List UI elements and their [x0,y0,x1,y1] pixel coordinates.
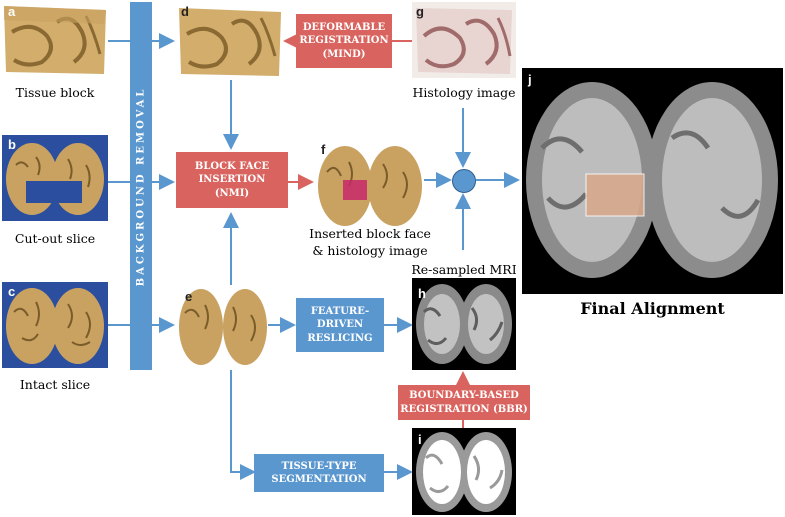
background-removed-block-image: d [177,2,283,78]
intact-slice-image: c [2,282,108,368]
fusion-node [452,169,476,193]
background-removed-block-picture [179,8,281,76]
panel-letter-f: f [321,142,326,157]
segmentation-image: i [412,428,516,515]
cut-out-slice-picture [6,143,104,215]
boundary-based-registration-step: BOUNDARY-BASED REGISTRATION (BBR) [398,385,530,420]
intact-slice-picture [6,288,104,364]
final-alignment-picture [526,82,778,278]
tissue-block-picture [4,6,106,74]
panel-letter-c: c [8,284,16,299]
background-removed-slice-image: e [177,285,269,369]
resampled-mri-picture [416,284,512,364]
feature-driven-reslicing-step: FEATURE- DRIVEN RESLICING [296,298,384,352]
block-face-insertion-step: BLOCK FACE INSERTION (NMI) [176,152,288,208]
caption-resampled-mri: Re-sampled MRI [411,262,517,277]
background-removal-bar: BACKGROUND REMOVAL [130,2,152,370]
panel-letter-e: e [185,289,193,304]
caption-inserted-block-face-line2: & histology image [312,242,428,258]
caption-histology-image: Histology image [412,85,516,100]
inserted-block-face-image: f [315,140,425,228]
panel-letter-j: j [528,72,532,87]
caption-inserted-block-face: Inserted block face & histology image [302,226,438,260]
cut-out-slice-image: b [2,135,108,221]
histology-image: g [412,2,516,78]
histology-picture [416,8,512,74]
inserted-block-face-picture [318,146,422,226]
caption-intact-slice: Intact slice [19,377,91,392]
panel-letter-g: g [416,4,424,19]
panel-letter-a: a [8,4,16,19]
final-alignment-title: Final Alignment [580,299,725,318]
segmentation-picture [416,432,512,512]
panel-letter-d: d [181,4,189,19]
resampled-mri-image: h [412,278,516,370]
final-alignment-image: j [522,68,783,294]
panel-letter-i: i [418,432,422,447]
caption-tissue-block: Tissue block [15,85,95,100]
background-removed-slice-picture [179,289,267,365]
panel-letter-h: h [418,286,426,301]
tissue-type-segmentation-step: TISSUE-TYPE SEGMENTATION [254,454,384,492]
panel-letter-b: b [8,137,16,152]
background-removal-label: BACKGROUND REMOVAL [135,86,147,286]
deformable-registration-step: DEFORMABLE REGISTRATION (MIND) [296,14,392,68]
tissue-block-image: a [2,2,108,77]
caption-inserted-block-face-line1: Inserted block face [309,226,431,241]
caption-cut-out-slice: Cut-out slice [14,231,96,246]
arrow-e-to-segmentation [230,370,256,480]
